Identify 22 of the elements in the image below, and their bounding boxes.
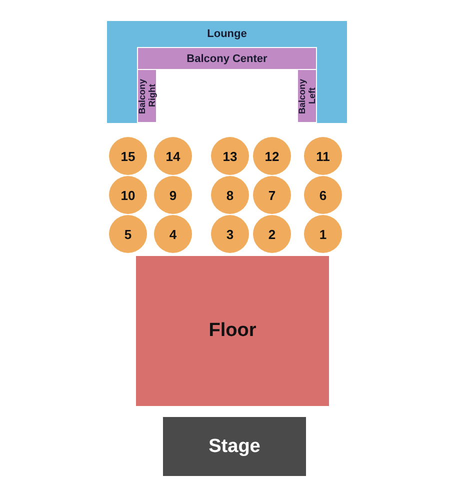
table-circle: 9 [154,176,192,214]
table-circle: 2 [253,215,291,253]
table-circle: 5 [109,215,147,253]
floor-section: Floor [136,256,329,406]
table-circle: 8 [211,176,249,214]
table-circle: 6 [304,176,342,214]
table-circle: 14 [154,137,192,175]
table-circle: 12 [253,137,291,175]
balcony-section: Balcony Right [137,70,157,123]
balcony-section: Balcony Left [297,70,317,123]
balcony-section: Balcony Center [137,47,317,70]
table-circle: 15 [109,137,147,175]
table-circle: 11 [304,137,342,175]
table-circle: 13 [211,137,249,175]
table-circle: 1 [304,215,342,253]
table-circle: 7 [253,176,291,214]
table-circle: 10 [109,176,147,214]
table-circle: 4 [154,215,192,253]
section-label: Lounge [207,28,247,40]
lounge-area [107,21,347,123]
stage-platform: Stage [163,417,306,476]
table-circle: 3 [211,215,249,253]
